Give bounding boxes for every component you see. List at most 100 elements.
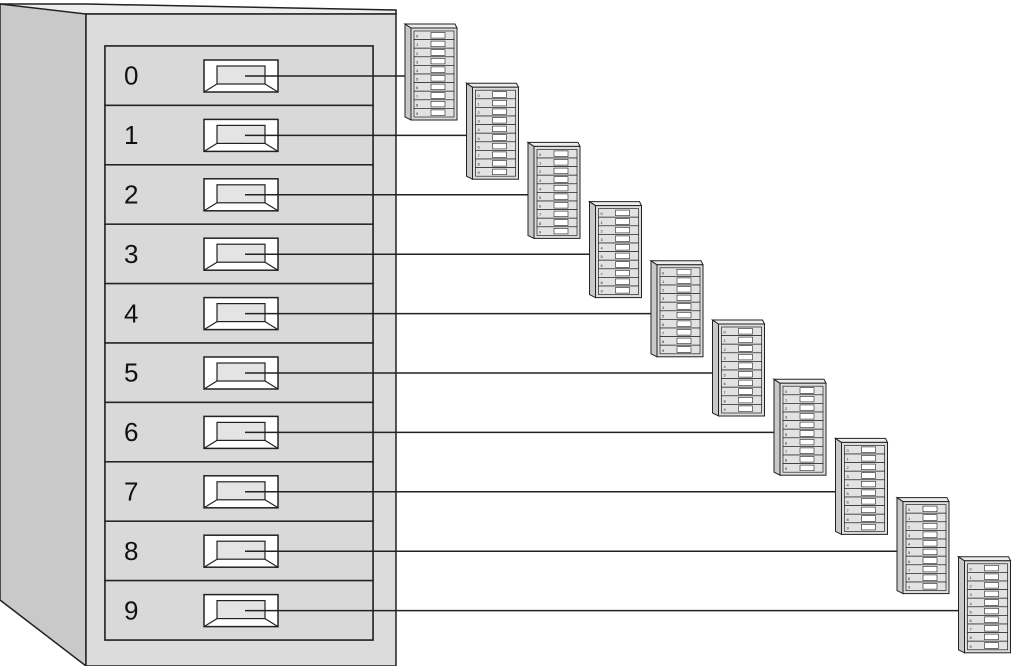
sub-cabinet-drawer: 4 bbox=[967, 597, 1008, 608]
sub-cabinet-drawer: 2 bbox=[844, 462, 885, 472]
sub-cabinet-drawer: 3 bbox=[413, 56, 455, 66]
sub-cabinet-drawer: 8 bbox=[536, 217, 578, 228]
sub-cabinet-handle bbox=[984, 599, 999, 606]
sub-cabinet-drawer-label: 4 bbox=[908, 542, 911, 547]
sub-cabinet-drawer-label: 4 bbox=[970, 601, 973, 606]
sub-cabinet-handle bbox=[799, 395, 815, 403]
sub-cabinet-drawer: 6 bbox=[782, 437, 824, 447]
sub-cabinet-drawer-label: 5 bbox=[416, 77, 419, 82]
sub-cabinet-drawer-label: 5 bbox=[662, 313, 665, 318]
sub-cabinet-drawer: 7 bbox=[536, 209, 578, 219]
sub-cabinet-handle bbox=[492, 168, 507, 176]
sub-cabinet-drawer-label: 6 bbox=[908, 559, 911, 564]
sub-cabinet-drawer: 0 bbox=[721, 326, 762, 336]
sub-cabinet-drawer-label: 2 bbox=[416, 51, 419, 56]
sub-cabinet-handle bbox=[430, 40, 446, 47]
sub-cabinet-drawer-label: 3 bbox=[970, 592, 973, 597]
sub-cabinet-drawer-label: 0 bbox=[662, 270, 665, 275]
sub-cabinet-handle bbox=[492, 143, 507, 150]
sub-cabinet-drawer: 7 bbox=[659, 327, 701, 337]
sub-cabinet-drawer: 5 bbox=[598, 251, 639, 261]
sub-cabinet-drawer: 0 bbox=[967, 563, 1008, 573]
sub-cabinet-drawer: 9 bbox=[598, 285, 639, 295]
sub-cabinet-drawer: 7 bbox=[967, 623, 1008, 633]
sub-cabinet-drawer: 6 bbox=[475, 141, 516, 151]
sub-cabinet-drawer-label: 6 bbox=[539, 204, 542, 209]
sub-cabinet-drawer: 9 bbox=[721, 404, 762, 414]
sub-cabinet-drawer: 6 bbox=[536, 200, 578, 210]
sub-cabinet-handle bbox=[922, 522, 938, 530]
sub-cabinet-drawer-label: 9 bbox=[662, 348, 665, 353]
sub-cabinet-drawer: 0 bbox=[413, 30, 455, 40]
sub-cabinet-handle bbox=[984, 625, 999, 632]
sub-cabinet-handle bbox=[676, 337, 692, 345]
sub-cabinet-handle bbox=[553, 176, 569, 183]
sub-cabinet-drawer-label: 6 bbox=[601, 263, 604, 268]
sub-cabinet-top bbox=[587, 201, 643, 207]
sub-cabinet-drawer-label: 1 bbox=[785, 397, 788, 402]
sub-cabinet-drawer: 4 bbox=[844, 479, 885, 489]
sub-cabinet-drawer: 4 bbox=[721, 361, 762, 371]
sub-cabinet-drawer: 6 bbox=[413, 82, 455, 92]
sub-cabinet-handle bbox=[922, 565, 938, 573]
sub-cabinet-drawer-label: 2 bbox=[478, 110, 481, 115]
sub-cabinet-side bbox=[712, 319, 719, 417]
sub-cabinet-drawer-label: 9 bbox=[847, 525, 850, 530]
sub-cabinet-handle bbox=[492, 134, 507, 141]
sub-cabinet-handle bbox=[799, 430, 815, 437]
sub-cabinet-drawer: 9 bbox=[413, 108, 455, 118]
sub-cabinet-drawer-label: 4 bbox=[847, 482, 850, 487]
sub-cabinet-drawer: 2 bbox=[475, 107, 516, 117]
sub-cabinet-drawer: 8 bbox=[598, 277, 639, 287]
sub-cabinet-handle bbox=[492, 100, 507, 107]
sub-cabinet-drawer: 0 bbox=[475, 89, 516, 100]
sub-cabinet-drawer-label: 8 bbox=[970, 635, 973, 640]
sub-cabinet-handle bbox=[738, 345, 753, 352]
sub-cabinet-drawer-label: 2 bbox=[662, 288, 665, 293]
sub-cabinet-top bbox=[649, 260, 704, 266]
sub-cabinet-handle bbox=[430, 92, 446, 99]
sub-cabinet-drawer-label: 3 bbox=[601, 237, 604, 242]
sub-cabinet-drawer-label: 5 bbox=[478, 136, 481, 141]
sub-cabinet-top bbox=[464, 82, 520, 88]
sub-cabinet-drawer: 4 bbox=[905, 538, 947, 548]
sub-cabinet-drawer-label: 7 bbox=[970, 627, 973, 632]
sub-cabinet-handle bbox=[984, 633, 999, 640]
sub-cabinet-drawer: 1 bbox=[536, 157, 578, 167]
sub-cabinet-drawer: 9 bbox=[967, 640, 1008, 651]
sub-cabinet-side bbox=[589, 200, 596, 299]
sub-cabinet-drawer-label: 5 bbox=[970, 609, 973, 614]
sub-cabinet-drawer: 3 bbox=[598, 234, 639, 244]
sub-cabinet-top bbox=[403, 23, 458, 29]
main-cabinet-side bbox=[0, 3, 87, 666]
sub-cabinet-side bbox=[404, 23, 412, 121]
sub-cabinet-drawer-label: 3 bbox=[478, 119, 481, 124]
sub-cabinet-drawer: 9 bbox=[475, 167, 516, 177]
sub-cabinet-handle bbox=[676, 329, 692, 336]
sub-cabinet-drawer-label: 0 bbox=[416, 34, 419, 39]
sub-cabinet-handle bbox=[676, 268, 692, 276]
sub-cabinet-drawer: 6 bbox=[967, 615, 1008, 625]
sub-cabinet-handle bbox=[615, 235, 630, 242]
main-drawer-label: 4 bbox=[124, 298, 138, 328]
sub-cabinet-drawer-label: 2 bbox=[847, 465, 850, 470]
sub-cabinet-drawer-label: 4 bbox=[662, 305, 665, 310]
sub-cabinet-drawer: 2 bbox=[659, 284, 701, 294]
sub-cabinet-side bbox=[773, 378, 781, 477]
sub-cabinet-drawer-label: 9 bbox=[970, 644, 973, 649]
sub-cabinet-drawer: 0 bbox=[536, 149, 578, 159]
sub-cabinet-drawer-label: 3 bbox=[785, 415, 788, 420]
sub-cabinet-handle bbox=[984, 590, 999, 597]
sub-cabinet-handle bbox=[922, 540, 938, 547]
sub-cabinet-drawer-label: 5 bbox=[539, 195, 542, 200]
sub-cabinet-top bbox=[833, 437, 889, 443]
sub-cabinet-drawer-label: 4 bbox=[601, 246, 604, 251]
sub-cabinet-handle bbox=[615, 252, 630, 260]
sub-cabinet-drawer: 7 bbox=[475, 150, 516, 160]
sub-cabinet-drawer-label: 1 bbox=[539, 161, 542, 166]
sub-cabinet-drawer-label: 9 bbox=[478, 170, 481, 175]
sub-cabinet-side bbox=[958, 555, 965, 654]
